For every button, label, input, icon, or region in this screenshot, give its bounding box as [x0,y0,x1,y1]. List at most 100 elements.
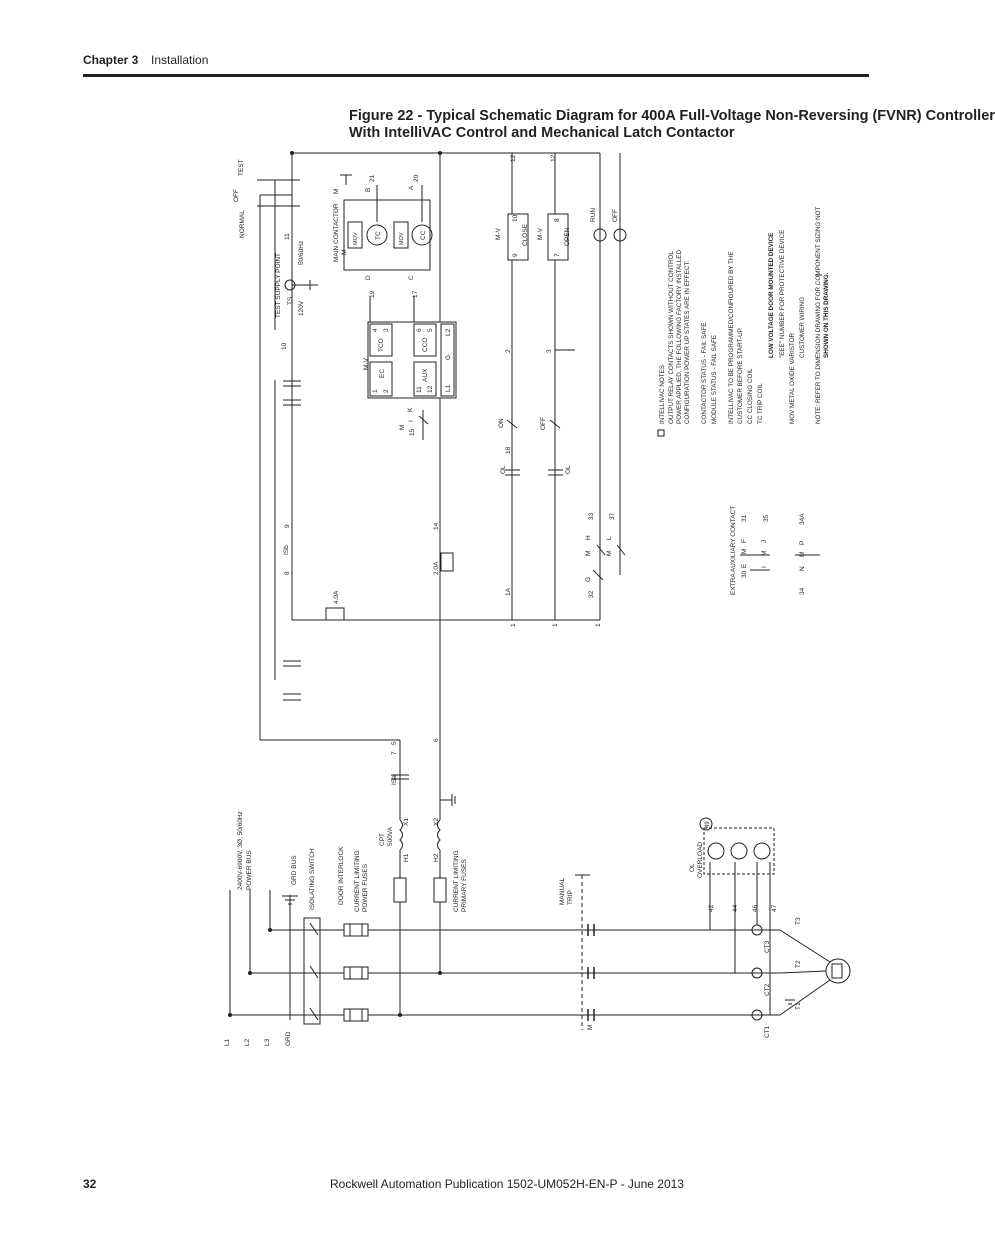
power-fuses-label-1: CURRENT LIMITING [354,850,361,912]
aux-row-2-m: M [761,551,768,556]
section-label: Installation [151,53,209,67]
ct2-label: CT2 [764,983,771,996]
relay-close [507,213,529,261]
ct1-label: CT1 [764,1025,771,1038]
header-rule [83,74,869,77]
contact-h-label: H [585,535,592,540]
control-circuit-labels: 5 ISa 7 6 8 9 10 11 ISb 4.0A OFF NORMAL … [233,154,619,785]
wire-33: 33 [588,512,595,520]
wire-6: 6 [433,738,440,742]
wire-44: 44 [732,904,739,912]
aux-row-3-34a: 34A [799,513,806,525]
ec-term-1: 1 [372,389,379,393]
isolating-switch-label: ISOLATING SWITCH [309,848,316,910]
wire-15: 15 [409,428,416,436]
wire-12a: 12 [510,154,517,162]
wire-1-close: 1 [510,623,517,627]
wire-32: 32 [588,590,595,598]
contact-g-label: G [585,577,592,582]
selector-off-label: OFF [233,189,240,202]
closing-coil [411,224,433,246]
relay-open-term-8: 8 [554,218,561,222]
selector-normal-label: NORMAL [239,210,246,238]
wire-1-open: 1 [552,623,559,627]
note-line: MOV METAL OXIDE VARISTOR [789,332,796,424]
device-number-49-label: 49 [705,821,711,828]
power-bus-label-2: POWER BUS [246,850,253,890]
primary-fuse-h1 [393,877,407,903]
wire-9: 9 [284,524,291,528]
cco-term-6: 6 [416,328,423,332]
power-circuit-labels: L1 L2 L3 GRD 2400V-6900V, 3Ø, 50/60Hz PO… [224,811,802,1046]
relay-open-label: OPEN [564,227,571,246]
aux-term-12: 12 [427,385,434,393]
on-pushbutton [506,419,518,429]
note-line: POWER APPLIED. THE FOLLOWING FACTORY INS… [676,250,683,424]
note-line: CUSTOMER BEFORE START-UP. [737,327,744,424]
aux-row-2-i: I [761,566,768,568]
aux-row-1-f: F [741,539,748,543]
cpt-label-1: CPT [379,833,386,846]
relay-open-mv: M-V [537,227,544,240]
tco-term-3: 3 [383,328,390,332]
wire-5: 5 [391,741,398,745]
wire-46: 46 [752,904,759,912]
mov-close-label: MOV [399,232,405,245]
relay-close-mv: M-V [495,227,502,240]
overload-element [730,842,748,860]
junction-dot [228,1013,232,1017]
tco-term-4: 4 [372,328,379,332]
power-fuse-l3 [343,923,369,937]
k-contact [418,415,429,425]
wire-19: 19 [369,290,376,298]
power-bus-label-1: 2400V-6900V, 3Ø, 50/60Hz [237,811,244,890]
schematic-diagram: L1 L2 L3 GRD 2400V-6900V, 3Ø, 50/60Hz PO… [224,151,851,1046]
relay-open [547,213,569,261]
relay-close-term-9: 9 [512,253,519,257]
wire-42: 42 [708,904,715,912]
coil-m-label: M [333,189,340,194]
intellivac-supply-terminals [440,323,455,397]
overload-label-2: OVERLOAD [697,842,704,878]
wire-2: 2 [505,349,512,353]
aux-row-3-m: M [799,552,806,557]
fuse-4a [325,607,345,621]
device-number-49 [699,817,713,831]
wire-17: 17 [412,290,419,298]
ts-label: TS [287,296,294,305]
aux-row-2-j: J [761,540,768,543]
note-line: CUSTOMER WIRING [799,297,806,358]
power-circuit [228,740,851,1030]
intellivac-notes: INTELLIVAC NOTES OUTPUT RELAY CONTACTS S… [659,206,830,424]
mov-trip-label: MOV [353,232,359,245]
note-line: CC CLOSING COIL [747,368,754,424]
wire-1-indicators: 1 [595,623,602,627]
figure-title-line-1: Figure 22 - Typical Schematic Diagram fo… [349,108,995,124]
aux-row-1-start: 30 [741,570,748,578]
extra-aux-contact: EXTRA AUXILIARY CONTACT 31 30 E M F I M … [730,506,806,595]
trip-coil-label: TC [375,231,382,240]
aux-term-11: 11 [416,386,423,393]
primary-fuses-label-1: CURRENT LIMITING [453,850,460,912]
isa-label: ISa [391,775,398,785]
terminal-t3: T3 [795,917,802,925]
contact-l-m-label: M [606,551,613,556]
cpt-secondary-winding [437,819,441,851]
terminal-t1: T1 [795,1002,802,1010]
note-line: "EEE" NUMBER FOR PROTECTIVE DEVICE [779,230,786,358]
note-line: OUTPUT RELAY CONTACTS SHOWN WITHOUT CONT… [668,251,675,424]
terminal-b: B [365,188,372,192]
relay-open-term-7: 7 [554,253,561,257]
junction-dot [398,1013,402,1017]
cpt-primary-winding [399,819,403,851]
contact-h [596,544,606,556]
publication-info: Rockwell Automation Publication 1502-UM0… [330,1177,684,1191]
contact-h-m-label: M [585,551,592,556]
intellivac-cco [413,323,437,357]
phase-label-l2: L2 [244,1038,251,1046]
ol-label-open: OL [565,465,572,474]
terminal-h1: H1 [403,853,410,862]
power-fuse-l2 [343,966,369,980]
power-fuse-l1 [343,1008,369,1022]
page-number: 32 [83,1177,97,1191]
